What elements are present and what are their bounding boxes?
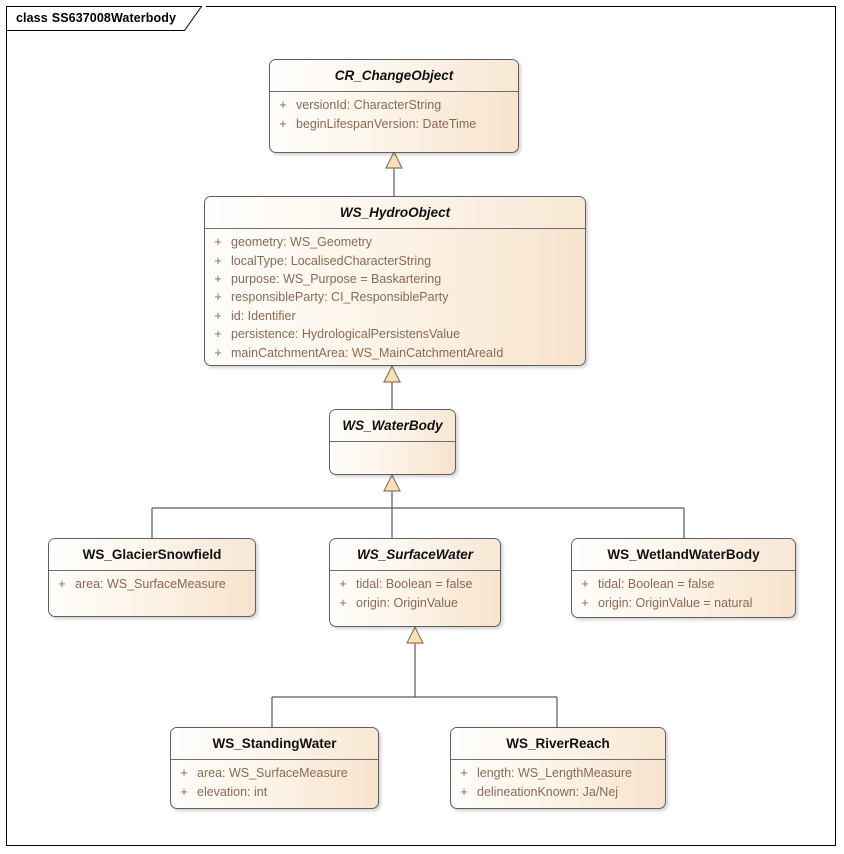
attribute-row: + length: WS_LengthMeasure xyxy=(451,764,665,782)
attribute-row: + responsibleParty: CI_ResponsibleParty xyxy=(205,288,585,306)
attribute-text: persistence: HydrologicalPersistensValue xyxy=(231,327,461,342)
class-title-ws-hydroobject: WS_HydroObject xyxy=(205,197,585,229)
attribute-visibility: + xyxy=(214,308,222,323)
attribute-text: purpose: WS_Purpose = Baskartering xyxy=(231,271,442,286)
attribute-text: responsibleParty: CI_ResponsibleParty xyxy=(231,290,449,305)
attribute-row: + tidal: Boolean = false xyxy=(572,575,795,593)
class-attributes-ws-riverreach: + length: WS_LengthMeasure + delineation… xyxy=(451,760,665,806)
attribute-text: localType: LocalisedCharacterString xyxy=(231,253,432,268)
class-title-ws-surfacewater: WS_SurfaceWater xyxy=(330,539,500,571)
attribute-text: origin: OriginValue xyxy=(356,595,458,610)
attribute-visibility: + xyxy=(214,253,222,268)
attribute-visibility: + xyxy=(460,784,468,799)
attribute-text: delineationKnown: Ja/Nej xyxy=(477,784,619,799)
class-box-ws-standingwater[interactable]: WS_StandingWater + area: WS_SurfaceMeasu… xyxy=(170,727,379,809)
class-title-cr-changeobject: CR_ChangeObject xyxy=(270,60,518,92)
attribute-row: + elevation: int xyxy=(171,782,378,800)
class-title-ws-waterbody: WS_WaterBody xyxy=(330,410,455,442)
diagram-frame-title-tab: class SS637008Waterbody xyxy=(6,6,206,31)
attribute-row: + area: WS_SurfaceMeasure xyxy=(171,764,378,782)
attribute-visibility: + xyxy=(279,98,287,113)
class-title-ws-glaciersnowfield: WS_GlacierSnowfield xyxy=(49,539,255,571)
attribute-visibility: + xyxy=(214,327,222,342)
class-box-ws-surfacewater[interactable]: WS_SurfaceWater + tidal: Boolean = false… xyxy=(329,538,501,627)
attribute-text: geometry: WS_Geometry xyxy=(231,235,373,250)
attribute-text: tidal: Boolean = false xyxy=(598,577,715,592)
attribute-visibility: + xyxy=(339,595,347,610)
frame-label-name: SS637008Waterbody xyxy=(51,11,176,25)
class-box-ws-riverreach[interactable]: WS_RiverReach + length: WS_LengthMeasure… xyxy=(450,727,666,809)
class-box-cr-changeobject[interactable]: CR_ChangeObject + versionId: CharacterSt… xyxy=(269,59,519,153)
attribute-visibility: + xyxy=(214,290,222,305)
attribute-visibility: + xyxy=(581,577,589,592)
attribute-text: length: WS_LengthMeasure xyxy=(477,766,632,781)
attribute-text: origin: OriginValue = natural xyxy=(598,595,753,610)
attribute-text: area: WS_SurfaceMeasure xyxy=(197,766,348,781)
class-box-ws-waterbody[interactable]: WS_WaterBody xyxy=(329,409,456,475)
attribute-row: + origin: OriginValue xyxy=(330,593,500,611)
class-title-ws-standingwater: WS_StandingWater xyxy=(171,728,378,760)
attribute-row: + mainCatchmentArea: WS_MainCatchmentAre… xyxy=(205,343,585,361)
attribute-visibility: + xyxy=(581,595,589,610)
attribute-text: versionId: CharacterString xyxy=(296,98,442,113)
attribute-row: + beginLifespanVersion: DateTime xyxy=(270,114,518,132)
attribute-text: elevation: int xyxy=(197,784,268,799)
class-attributes-ws-waterbody xyxy=(330,442,455,474)
attribute-text: beginLifespanVersion: DateTime xyxy=(296,116,477,131)
attribute-row: + geometry: WS_Geometry xyxy=(205,233,585,251)
class-attributes-ws-standingwater: + area: WS_SurfaceMeasure + elevation: i… xyxy=(171,760,378,806)
attribute-row: + id: Identifier xyxy=(205,307,585,325)
attribute-visibility: + xyxy=(180,784,188,799)
attribute-text: area: WS_SurfaceMeasure xyxy=(75,577,226,592)
class-box-ws-glaciersnowfield[interactable]: WS_GlacierSnowfield + area: WS_SurfaceMe… xyxy=(48,538,256,617)
attribute-visibility: + xyxy=(460,766,468,781)
class-attributes-ws-surfacewater: + tidal: Boolean = false + origin: Origi… xyxy=(330,571,500,617)
attribute-text: id: Identifier xyxy=(231,308,296,323)
attribute-visibility: + xyxy=(214,345,222,360)
attribute-row: + localType: LocalisedCharacterString xyxy=(205,251,585,269)
frame-label-keyword: class xyxy=(16,11,48,25)
class-title-ws-wetlandwaterbody: WS_WetlandWaterBody xyxy=(572,539,795,571)
attribute-visibility: + xyxy=(214,235,222,250)
attribute-visibility: + xyxy=(180,766,188,781)
attribute-row: + tidal: Boolean = false xyxy=(330,575,500,593)
class-attributes-ws-wetlandwaterbody: + tidal: Boolean = false + origin: Origi… xyxy=(572,571,795,617)
attribute-text: mainCatchmentArea: WS_MainCatchmentAreaI… xyxy=(231,345,504,360)
attribute-visibility: + xyxy=(214,271,222,286)
attribute-row: + versionId: CharacterString xyxy=(270,96,518,114)
attribute-row: + purpose: WS_Purpose = Baskartering xyxy=(205,270,585,288)
class-attributes-ws-hydroobject: + geometry: WS_Geometry + localType: Loc… xyxy=(205,229,585,365)
class-attributes-cr-changeobject: + versionId: CharacterString + beginLife… xyxy=(270,92,518,138)
attribute-visibility: + xyxy=(339,577,347,592)
class-box-ws-hydroobject[interactable]: WS_HydroObject + geometry: WS_Geometry +… xyxy=(204,196,586,366)
attribute-visibility: + xyxy=(58,577,66,592)
attribute-row: + delineationKnown: Ja/Nej xyxy=(451,782,665,800)
class-title-ws-riverreach: WS_RiverReach xyxy=(451,728,665,760)
attribute-visibility: + xyxy=(279,116,287,131)
attribute-row: + origin: OriginValue = natural xyxy=(572,593,795,611)
class-attributes-ws-glaciersnowfield: + area: WS_SurfaceMeasure xyxy=(49,571,255,598)
attribute-row: + persistence: HydrologicalPersistensVal… xyxy=(205,325,585,343)
attribute-text: tidal: Boolean = false xyxy=(356,577,473,592)
attribute-row: + area: WS_SurfaceMeasure xyxy=(49,575,255,593)
class-box-ws-wetlandwaterbody[interactable]: WS_WetlandWaterBody + tidal: Boolean = f… xyxy=(571,538,796,618)
